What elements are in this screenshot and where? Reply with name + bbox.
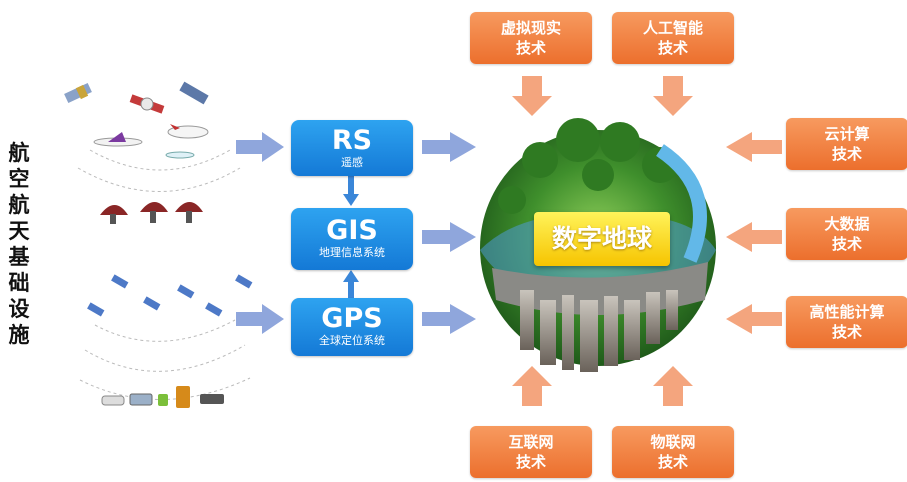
gps-satellite-icon [87, 274, 253, 317]
tech-vr-line2: 技术 [515, 39, 546, 57]
tech-box-iot: 物联网 技术 [612, 426, 734, 478]
satellite-icon [64, 82, 92, 104]
side-title: 航空航天基础设施 [8, 141, 30, 347]
tech-ai-line1: 人工智能 [642, 19, 703, 37]
center-label: 数字地球 [534, 212, 670, 266]
tech-hpc-line1: 高性能计算 [809, 303, 885, 321]
gps-abbr: GPS [321, 303, 383, 334]
tech-cloud-line1: 云计算 [824, 125, 870, 143]
input-arrows [236, 132, 476, 334]
tech-box-ai: 人工智能 技术 [612, 12, 734, 64]
airplane-icon [165, 151, 195, 159]
gps-name: 全球定位系统 [319, 334, 385, 347]
airplane-icon [93, 132, 143, 147]
tech-arrows [512, 76, 782, 406]
satellite-icon [179, 81, 209, 105]
tech-ai-line2: 技术 [657, 39, 688, 57]
tech-box-internet: 互联网 技术 [470, 426, 592, 478]
tech-bigdata-line2: 技术 [831, 235, 862, 253]
tech-box-hpc: 高性能计算 技术 [786, 296, 907, 348]
tech-box-cloud: 云计算 技术 [786, 118, 907, 170]
rs-name: 遥感 [341, 156, 363, 169]
tech-internet-line1: 互联网 [508, 433, 554, 451]
rs-box: RS 遥感 [291, 120, 413, 176]
gis-name: 地理信息系统 [319, 246, 385, 259]
satellite-icon [129, 94, 165, 114]
vertical-connector-arrows [343, 176, 359, 298]
orbit-lines [77, 149, 251, 400]
tech-box-vr: 虚拟现实 技术 [470, 12, 592, 64]
tech-box-bigdata: 大数据 技术 [786, 208, 907, 260]
tech-cloud-line2: 技术 [831, 145, 862, 163]
tech-bigdata-line1: 大数据 [824, 215, 870, 233]
airplane-icon [167, 124, 209, 139]
gis-box: GIS 地理信息系统 [291, 208, 413, 270]
tech-iot-line2: 技术 [657, 453, 688, 471]
device-icons [101, 386, 224, 408]
tech-internet-line2: 技术 [515, 453, 546, 471]
tech-vr-line1: 虚拟现实 [500, 19, 561, 37]
gis-abbr: GIS [326, 215, 378, 246]
tech-hpc-line2: 技术 [831, 323, 862, 341]
rs-abbr: RS [331, 125, 373, 156]
gps-box: GPS 全球定位系统 [291, 298, 413, 356]
radar-dish-icon [100, 202, 203, 224]
tech-iot-line1: 物联网 [650, 433, 696, 451]
